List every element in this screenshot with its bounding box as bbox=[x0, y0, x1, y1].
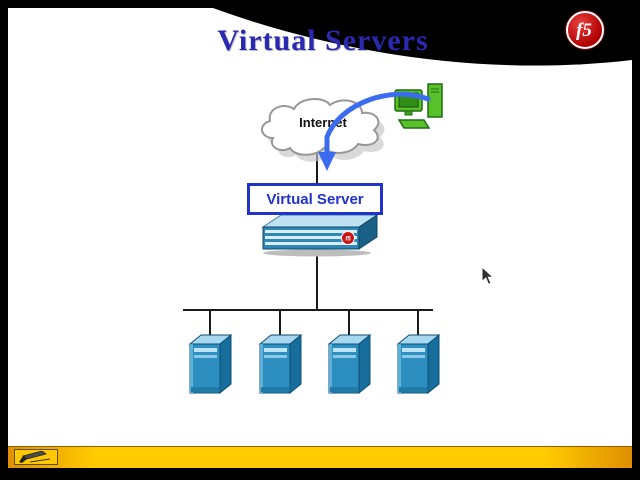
server-tower-3 bbox=[327, 333, 372, 395]
network-bus-line bbox=[183, 309, 433, 311]
bigip-appliance-icon: f5 bbox=[261, 214, 379, 257]
black-swoosh-decoration bbox=[213, 8, 632, 66]
f5-logo: f5 bbox=[566, 11, 604, 49]
server-tower-2 bbox=[258, 333, 303, 395]
annotation-pen-button[interactable] bbox=[14, 449, 58, 465]
mouse-cursor bbox=[481, 266, 495, 285]
virtual-server-label: Virtual Server bbox=[266, 190, 364, 208]
appliance-f5-logo-text: f5 bbox=[345, 237, 351, 243]
server-tower-4 bbox=[396, 333, 441, 395]
drop-line-3 bbox=[348, 311, 350, 338]
connector-cloud-to-vs bbox=[316, 151, 318, 184]
server-tower-1 bbox=[188, 333, 233, 395]
annotation-toolbar bbox=[8, 446, 632, 468]
drop-line-4 bbox=[417, 311, 419, 338]
f5-logo-text: f5 bbox=[576, 19, 592, 41]
pen-icon bbox=[19, 451, 51, 463]
drop-line-1 bbox=[209, 311, 211, 338]
page-title: Virtual Servers bbox=[217, 24, 429, 57]
virtual-server-box: Virtual Server bbox=[247, 183, 383, 215]
drop-line-2 bbox=[279, 311, 281, 338]
connector-appliance-to-bus bbox=[316, 250, 318, 310]
traffic-arrow-icon bbox=[318, 91, 431, 171]
presentation-slide: Virtual Servers f5 Internet Virtual Serv… bbox=[8, 8, 632, 468]
